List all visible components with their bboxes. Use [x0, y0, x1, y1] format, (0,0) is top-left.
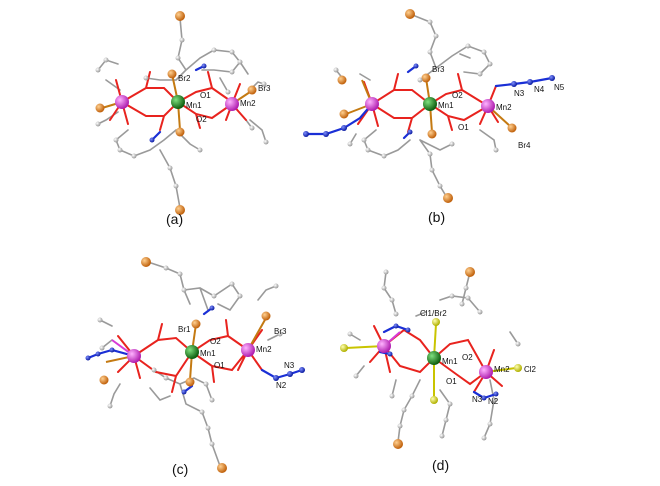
- label-mn1: Mn1: [186, 101, 202, 110]
- carbon-atoms: [333, 19, 499, 189]
- label-mn1: Mn1: [200, 349, 216, 358]
- carbon-atoms: [97, 265, 283, 447]
- label-br2: Br2: [178, 74, 191, 83]
- mn1-atom: [171, 95, 185, 109]
- label-mn2: Mn2: [496, 103, 512, 112]
- label-mn2: Mn2: [494, 365, 510, 374]
- panel-d: Cl1/Br2 Cl2 Mn1 Mn2 O2 O1 N3 N2 (d): [340, 267, 537, 473]
- carbon-atom: [383, 269, 389, 275]
- label-cl2: Cl2: [524, 365, 537, 374]
- bromine-atom: [261, 311, 271, 321]
- carbon-atoms: [347, 285, 521, 441]
- panel-c: Br1 Br3 Mn1 Mn2 O2 O1 N3 N2 (c): [85, 257, 305, 477]
- label-n2: N2: [276, 381, 287, 390]
- label-n3: N3: [514, 89, 525, 98]
- mn1-atom: [423, 97, 437, 111]
- label-cl1-br2: Cl1/Br2: [420, 309, 447, 318]
- mn-outer-atom: [365, 97, 379, 111]
- label-n5: N5: [554, 83, 565, 92]
- bromine-atom: [217, 463, 227, 473]
- panel-c-atoms: [85, 257, 305, 473]
- label-br3: Br3: [432, 65, 445, 74]
- panel-b-atoms: [303, 9, 555, 203]
- mn2-atom: [481, 99, 495, 113]
- label-mn2: Mn2: [240, 99, 256, 108]
- bromine-atom: [465, 267, 475, 277]
- panel-a: Br2 Br3 Mn1 Mn2 O1 O2 (a): [95, 11, 271, 227]
- chlorine-atom: [514, 364, 522, 372]
- label-o2: O2: [210, 337, 221, 346]
- label-o1: O1: [200, 91, 211, 100]
- bromine-atom: [185, 377, 195, 387]
- bromine-atom: [175, 205, 185, 215]
- chlorine-atom: [430, 396, 438, 404]
- bromine-atom: [175, 11, 185, 21]
- label-o2: O2: [462, 353, 473, 362]
- label-o1: O1: [458, 123, 469, 132]
- bromine-atom: [507, 123, 517, 133]
- bromine-atom: [393, 439, 403, 449]
- bromine-atom: [427, 129, 437, 139]
- label-n3: N3: [472, 395, 483, 404]
- nitrogen-atoms: [85, 305, 305, 395]
- panel-d-atoms: [340, 267, 522, 449]
- nitrogen-atoms: [303, 63, 555, 137]
- bromine-atom: [99, 375, 109, 385]
- panel-caption-c: (c): [172, 461, 188, 477]
- carbon-atoms: [95, 37, 269, 189]
- bromine-atom: [339, 109, 349, 119]
- mn2-atom: [479, 365, 493, 379]
- label-br3: Br3: [258, 84, 271, 93]
- chlorine-atom: [340, 344, 348, 352]
- label-o2: O2: [452, 91, 463, 100]
- panel-caption-d: (d): [432, 457, 449, 473]
- mn1-atom: [427, 351, 441, 365]
- label-br3: Br3: [274, 327, 287, 336]
- label-o1: O1: [214, 361, 225, 370]
- nitrogen-atom: [201, 63, 207, 69]
- label-n2: N2: [488, 397, 499, 406]
- label-o1: O1: [446, 377, 457, 386]
- nitrogen-atom: [149, 137, 155, 143]
- label-mn2: Mn2: [256, 345, 272, 354]
- panel-a-atoms: [95, 11, 269, 215]
- label-o2: O2: [196, 115, 207, 124]
- mn-outer-atom: [115, 95, 129, 109]
- bromine-atom: [421, 73, 431, 83]
- mn2-atom: [241, 343, 255, 357]
- panel-a-bonds: [97, 17, 267, 209]
- panel-caption-b: (b): [428, 209, 445, 225]
- bromine-atom: [443, 193, 453, 203]
- label-br1: Br1: [178, 325, 191, 334]
- label-mn1: Mn1: [438, 101, 454, 110]
- chlorine-atom: [432, 318, 440, 326]
- bromine-atom: [247, 85, 257, 95]
- bromine-atom: [175, 127, 185, 137]
- nitrogen-atoms: [387, 323, 499, 401]
- mn-outer-atom: [127, 349, 141, 363]
- bromine-atom: [405, 9, 415, 19]
- bromine-atom: [191, 319, 201, 329]
- bromine-atom: [337, 75, 347, 85]
- bromine-atom: [167, 69, 177, 79]
- label-n3: N3: [284, 361, 295, 370]
- mn-outer-atom: [377, 339, 391, 353]
- panel-b: Br3 Br4 Mn1 Mn2 O2 O1 N3 N4 N5 (b): [303, 9, 565, 225]
- panel-caption-a: (a): [166, 211, 183, 227]
- label-mn1: Mn1: [442, 357, 458, 366]
- mn2-atom: [225, 97, 239, 111]
- panel-c-bonds: [86, 261, 304, 467]
- label-n4: N4: [534, 85, 545, 94]
- bromine-atom: [95, 103, 105, 113]
- bromine-atom: [141, 257, 151, 267]
- mn1-atom: [185, 345, 199, 359]
- label-br4: Br4: [518, 141, 531, 150]
